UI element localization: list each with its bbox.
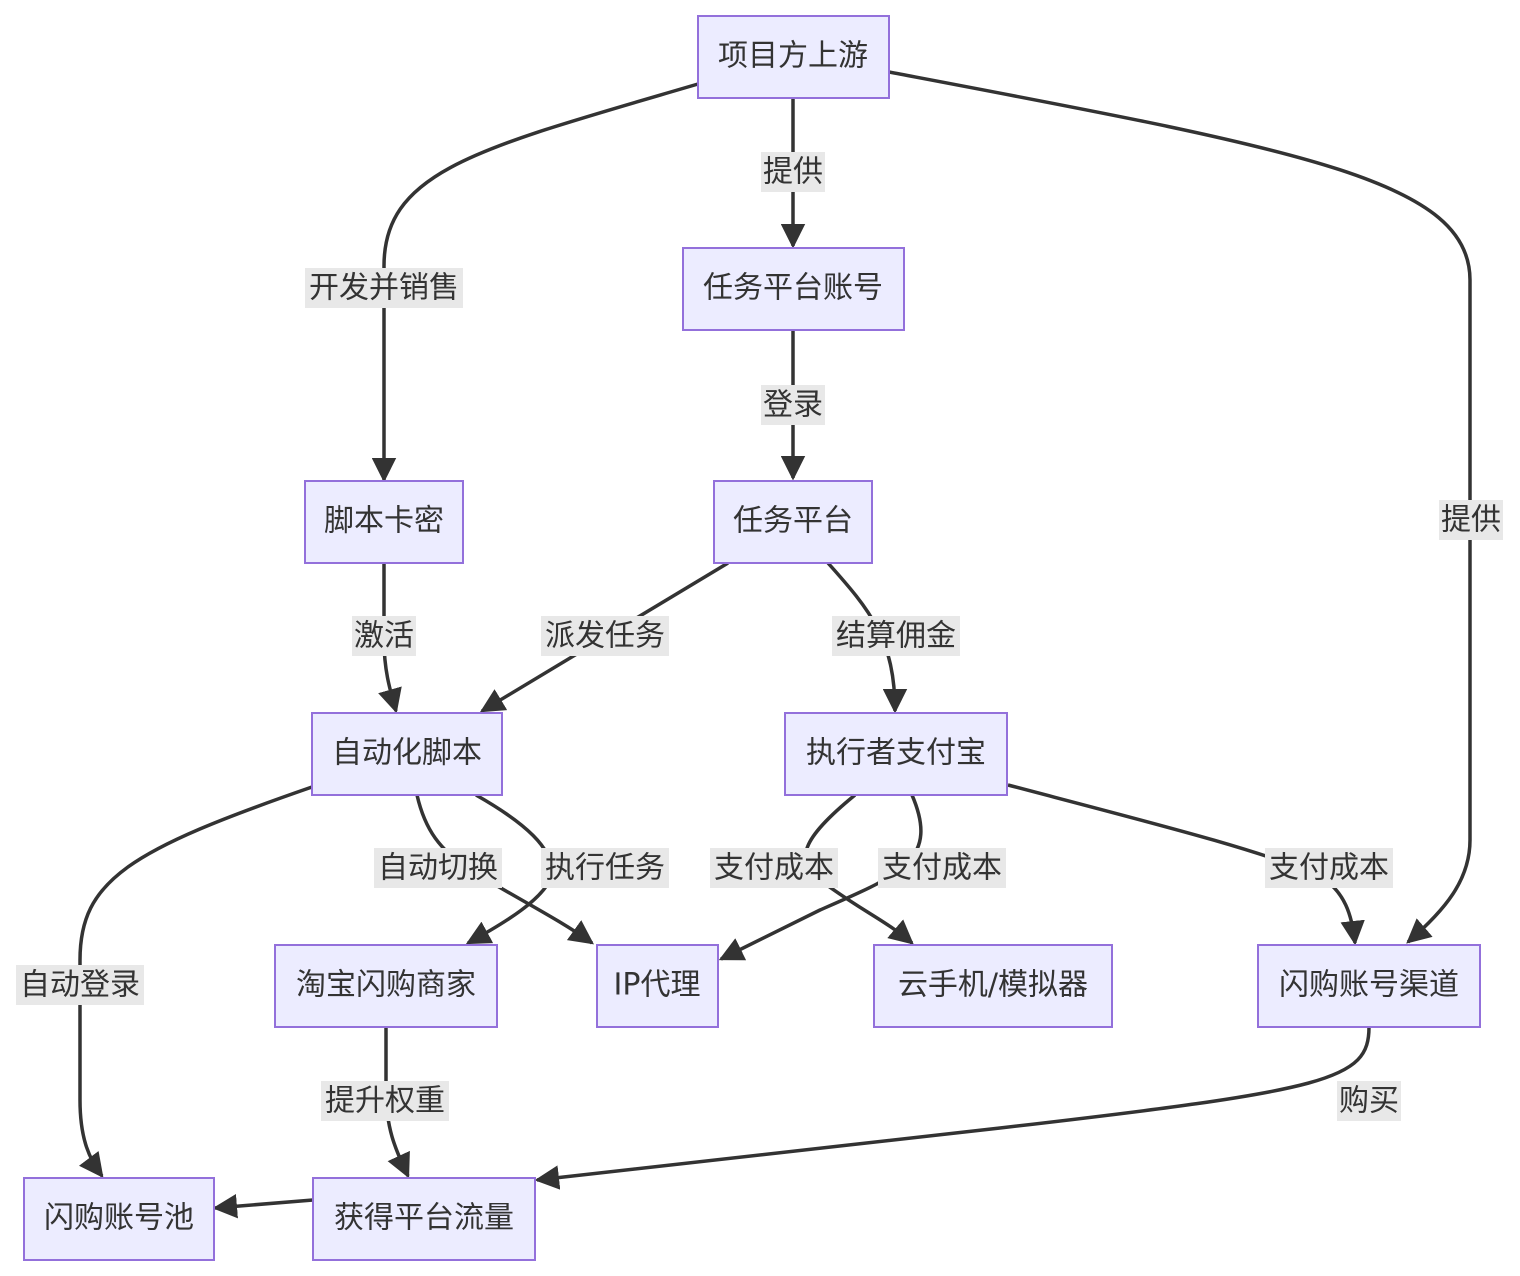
edge-label-develop-sell: 开发并销售: [305, 268, 463, 308]
edge-traffic-to-account-pool: [212, 1193, 314, 1219]
svg-text:任务平台: 任务平台: [733, 504, 853, 539]
node-ip-proxy[interactable]: IP代理: [596, 944, 719, 1028]
edge-label-pay-cost-cloud: 支付成本: [710, 848, 838, 888]
edge-label-auto-switch: 自动切换: [374, 848, 502, 888]
node-upstream[interactable]: 项目方上游: [697, 15, 890, 99]
node-merchant[interactable]: 淘宝闪购商家: [274, 944, 498, 1028]
edge-label-buy: 购买: [1337, 1081, 1401, 1121]
node-account-pool[interactable]: 闪购账号池: [23, 1177, 215, 1261]
edge-label-dispatch: 派发任务: [541, 616, 669, 656]
svg-text:提供: 提供: [763, 155, 823, 190]
edge-label-pay-cost-ip: 支付成本: [878, 848, 1006, 888]
svg-text:自动化脚本: 自动化脚本: [332, 736, 482, 771]
node-alipay[interactable]: 执行者支付宝: [784, 712, 1008, 796]
edge-auto-script-to-account-pool: [78, 785, 313, 1178]
svg-text:闪购账号池: 闪购账号池: [44, 1201, 194, 1236]
edge-upstream-to-script-key: [371, 82, 699, 483]
svg-text:结算佣金: 结算佣金: [836, 619, 956, 654]
svg-text:支付成本: 支付成本: [714, 851, 834, 886]
edge-label-pay-cost-channel: 支付成本: [1265, 848, 1393, 888]
node-account-channel[interactable]: 闪购账号渠道: [1257, 944, 1481, 1028]
node-task-account[interactable]: 任务平台账号: [682, 247, 905, 331]
svg-text:淘宝闪购商家: 淘宝闪购商家: [296, 968, 476, 1003]
svg-text:支付成本: 支付成本: [1269, 851, 1389, 886]
edge-label-activate: 激活: [352, 616, 416, 656]
edge-account-channel-to-traffic: [534, 1026, 1371, 1190]
svg-text:提升权重: 提升权重: [325, 1084, 445, 1119]
svg-text:派发任务: 派发任务: [545, 619, 665, 654]
svg-text:开发并销售: 开发并销售: [309, 271, 459, 306]
node-task-platform[interactable]: 任务平台: [713, 480, 873, 564]
node-traffic[interactable]: 获得平台流量: [312, 1177, 536, 1261]
svg-text:执行任务: 执行任务: [545, 851, 665, 886]
svg-text:IP代理: IP代理: [614, 968, 701, 1003]
svg-text:项目方上游: 项目方上游: [718, 39, 868, 74]
svg-text:激活: 激活: [354, 619, 414, 654]
svg-text:自动切换: 自动切换: [378, 851, 498, 886]
edge-label-execute: 执行任务: [541, 848, 669, 888]
svg-text:登录: 登录: [763, 388, 823, 423]
edge-upstream-to-account-channel: [888, 70, 1472, 944]
edge-label-boost-weight: 提升权重: [321, 1081, 449, 1121]
node-script-key[interactable]: 脚本卡密: [304, 480, 464, 564]
svg-text:购买: 购买: [1339, 1084, 1399, 1119]
svg-text:执行者支付宝: 执行者支付宝: [806, 736, 986, 771]
svg-text:任务平台账号: 任务平台账号: [703, 271, 883, 306]
edge-label-provide-channel: 提供: [1439, 500, 1503, 540]
node-auto-script[interactable]: 自动化脚本: [311, 712, 503, 796]
svg-text:获得平台流量: 获得平台流量: [334, 1201, 514, 1236]
edge-label-login: 登录: [761, 385, 825, 425]
svg-text:提供: 提供: [1441, 503, 1501, 538]
svg-text:脚本卡密: 脚本卡密: [324, 504, 444, 539]
svg-text:支付成本: 支付成本: [882, 851, 1002, 886]
svg-text:闪购账号渠道: 闪购账号渠道: [1279, 968, 1459, 1003]
edge-label-auto-login: 自动登录: [16, 965, 144, 1005]
svg-text:自动登录: 自动登录: [20, 968, 140, 1003]
edge-label-provide-account: 提供: [761, 152, 825, 192]
node-cloud-phone[interactable]: 云手机/模拟器: [873, 944, 1113, 1028]
edge-label-settle: 结算佣金: [832, 616, 960, 656]
svg-text:云手机/模拟器: 云手机/模拟器: [898, 968, 1088, 1003]
